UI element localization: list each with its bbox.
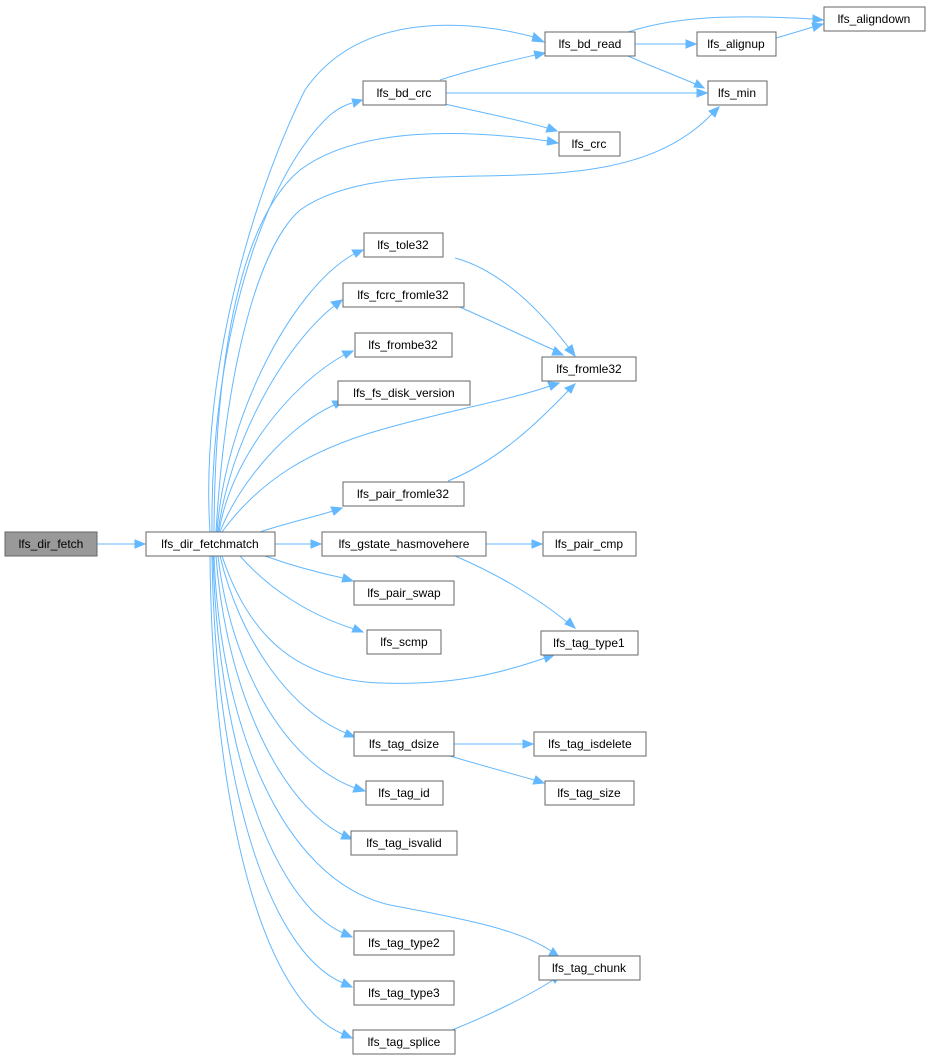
node-lfs-crc[interactable]: lfs_crc xyxy=(558,131,621,157)
node-lfs-pair-swap[interactable]: lfs_pair_swap xyxy=(353,580,455,606)
edge-tole32-to-fromle32 xyxy=(454,257,576,358)
node-label: lfs_tag_type1 xyxy=(553,636,625,650)
edge-fetchmatch-to-tag-id xyxy=(217,555,367,793)
node-label: lfs_tag_splice xyxy=(368,1035,441,1049)
node-lfs-fs-disk-version[interactable]: lfs_fs_disk_version xyxy=(337,380,471,406)
node-label: lfs_min xyxy=(718,86,756,100)
node-lfs-tole32[interactable]: lfs_tole32 xyxy=(363,232,444,258)
edge-fetchmatch-to-pair-fromle32 xyxy=(259,506,344,533)
node-label: lfs_tag_chunk xyxy=(552,961,627,975)
node-lfs-tag-type2[interactable]: lfs_tag_type2 xyxy=(353,930,455,956)
edge-fetchmatch-to-frombe32 xyxy=(218,350,355,533)
edge-fetchmatch-to-fromle32 xyxy=(221,381,561,533)
edge-fetchmatch-to-tag-type2 xyxy=(212,555,354,938)
node-label: lfs_tag_type2 xyxy=(368,936,440,950)
node-label: lfs_crc xyxy=(572,137,607,151)
node-label: lfs_tag_id xyxy=(378,786,429,800)
node-lfs-tag-type1[interactable]: lfs_tag_type1 xyxy=(540,630,639,656)
edge-bd-read-to-alignup xyxy=(635,39,698,49)
node-label: lfs_fs_disk_version xyxy=(353,386,454,400)
node-label: lfs_fcrc_fromle32 xyxy=(357,288,449,302)
node-label: lfs_bd_crc xyxy=(377,86,432,100)
node-lfs-min[interactable]: lfs_min xyxy=(707,80,768,106)
node-label: lfs_tag_isdelete xyxy=(548,737,632,751)
edge-fcrc-fromle32-to-fromle32 xyxy=(454,304,565,356)
edge-bd-read-to-aligndown xyxy=(627,14,825,33)
edge-fetchmatch-to-bd-crc xyxy=(211,98,364,533)
edge-bd-crc-to-crc xyxy=(439,102,559,133)
edge-bd-crc-to-min xyxy=(446,88,709,98)
node-label: lfs_dir_fetch xyxy=(19,537,84,551)
edges xyxy=(97,14,825,1039)
node-label: lfs_dir_fetchmatch xyxy=(161,537,258,551)
edge-fetchmatch-to-tag-splice xyxy=(209,555,354,1039)
edge-bd-read-to-min xyxy=(627,55,706,89)
node-lfs-tag-splice[interactable]: lfs_tag_splice xyxy=(352,1029,456,1055)
edge-dir-fetch-to-fetchmatch xyxy=(97,539,147,549)
node-lfs-dir-fetch[interactable]: lfs_dir_fetch xyxy=(4,531,98,557)
edge-tag-splice-to-tag-chunk xyxy=(451,973,563,1031)
node-lfs-aligndown[interactable]: lfs_aligndown xyxy=(823,6,926,32)
edge-fetchmatch-to-tag-dsize xyxy=(219,555,357,738)
node-label: lfs_pair_swap xyxy=(367,586,441,600)
edge-fetchmatch-to-fcrc-fromle32 xyxy=(217,299,343,533)
edge-fetchmatch-to-tag-type3 xyxy=(211,555,354,988)
node-lfs-pair-cmp[interactable]: lfs_pair_cmp xyxy=(542,531,637,557)
edge-pair-fromle32-to-fromle32 xyxy=(447,383,576,482)
node-label: lfs_pair_fromle32 xyxy=(357,487,449,501)
node-lfs-fcrc-fromle32[interactable]: lfs_fcrc_fromle32 xyxy=(342,282,465,308)
node-lfs-bd-read[interactable]: lfs_bd_read xyxy=(544,31,636,57)
node-lfs-gstate-hasmovehere[interactable]: lfs_gstate_hasmovehere xyxy=(321,531,487,557)
edge-gstate-to-tag-type1 xyxy=(454,555,577,629)
edge-gstate-to-pair-cmp xyxy=(486,539,544,549)
edge-fetchmatch-to-scmp xyxy=(239,555,365,633)
node-label: lfs_pair_cmp xyxy=(555,537,623,551)
node-lfs-tag-isdelete[interactable]: lfs_tag_isdelete xyxy=(533,731,647,757)
edge-fetchmatch-to-bd-read xyxy=(208,24,546,533)
edge-tag-dsize-to-tag-isdelete xyxy=(454,739,535,749)
edge-fetchmatch-to-tag-isvalid xyxy=(215,555,354,840)
node-lfs-fromle32[interactable]: lfs_fromle32 xyxy=(541,356,637,382)
node-lfs-tag-isvalid[interactable]: lfs_tag_isvalid xyxy=(350,830,458,856)
node-lfs-frombe32[interactable]: lfs_frombe32 xyxy=(354,332,453,358)
node-lfs-pair-fromle32[interactable]: lfs_pair_fromle32 xyxy=(342,481,465,507)
node-label: lfs_tag_dsize xyxy=(369,737,439,751)
node-lfs-tag-dsize[interactable]: lfs_tag_dsize xyxy=(353,731,455,757)
node-label: lfs_aligndown xyxy=(838,12,911,26)
edge-fetchmatch-to-gstate-hasmovehere xyxy=(275,539,323,549)
edge-fetchmatch-to-min xyxy=(215,106,720,533)
node-label: lfs_scmp xyxy=(380,635,428,649)
node-lfs-tag-id[interactable]: lfs_tag_id xyxy=(365,780,444,806)
node-lfs-scmp[interactable]: lfs_scmp xyxy=(366,629,442,655)
node-label: lfs_alignup xyxy=(707,37,765,51)
nodes: lfs_dir_fetch lfs_dir_fetchmatch lfs_bd_… xyxy=(4,6,926,1055)
node-label: lfs_gstate_hasmovehere xyxy=(339,537,470,551)
edge-alignup-to-aligndown xyxy=(775,22,825,39)
edge-bd-crc-to-bd-read xyxy=(439,50,547,81)
node-lfs-bd-crc[interactable]: lfs_bd_crc xyxy=(362,80,447,106)
node-label: lfs_tag_type3 xyxy=(368,986,440,1000)
node-label: lfs_tag_isvalid xyxy=(366,836,441,850)
edge-tag-dsize-to-tag-size xyxy=(449,755,546,785)
edge-fetchmatch-to-tole32 xyxy=(216,249,365,533)
node-label: lfs_bd_read xyxy=(559,37,622,51)
node-label: lfs_fromle32 xyxy=(556,362,622,376)
node-lfs-alignup[interactable]: lfs_alignup xyxy=(696,31,777,57)
node-lfs-tag-type3[interactable]: lfs_tag_type3 xyxy=(353,980,455,1006)
node-lfs-dir-fetchmatch[interactable]: lfs_dir_fetchmatch xyxy=(145,531,276,557)
edge-fetchmatch-to-pair-swap xyxy=(264,555,355,583)
edge-fetchmatch-to-crc xyxy=(213,133,560,533)
node-label: lfs_frombe32 xyxy=(368,338,438,352)
node-lfs-tag-size[interactable]: lfs_tag_size xyxy=(544,780,635,806)
node-label: lfs_tag_size xyxy=(557,786,621,800)
node-label: lfs_tole32 xyxy=(377,238,429,252)
node-lfs-tag-chunk[interactable]: lfs_tag_chunk xyxy=(538,955,641,981)
edge-fetchmatch-to-tag-type1 xyxy=(221,555,556,684)
